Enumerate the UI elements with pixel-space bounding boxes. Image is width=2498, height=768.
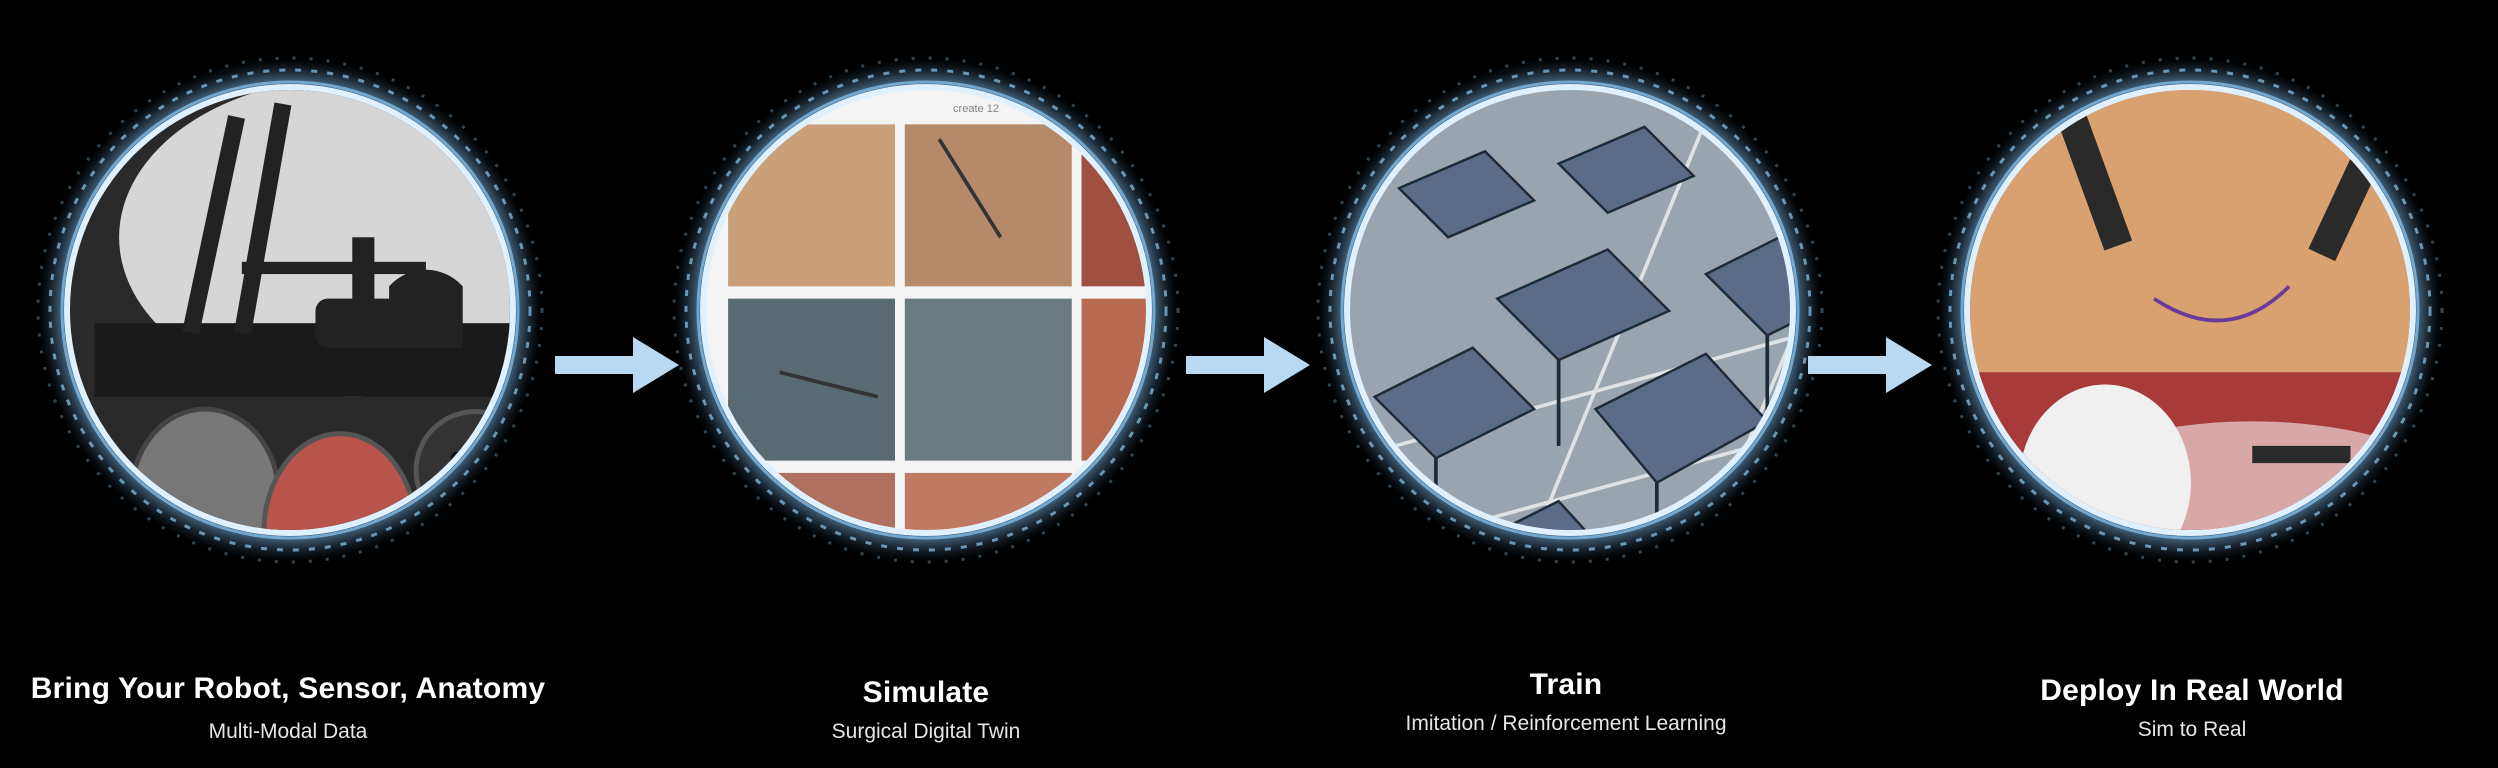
stage-subtitle: Sim to Real <box>2137 718 2247 741</box>
stage-subtitle: Multi-Modal Data <box>208 720 368 743</box>
stage-4-label: Deploy In Real World Sim to Real <box>1892 674 2492 742</box>
stage-1-image <box>70 90 510 530</box>
stage-title: Train <box>1529 668 1603 701</box>
stage-4-image <box>1970 90 2410 530</box>
stage-2-ring: create 12 <box>656 40 1196 580</box>
stage-1-ring <box>20 40 560 580</box>
arrow-right-icon <box>1186 337 1310 393</box>
surgical-sim-grid: create 12 <box>728 103 1146 530</box>
stage-title: Bring Your Robot, Sensor, Anatomy <box>30 672 546 705</box>
splash-ring-icon <box>1936 56 2444 564</box>
stage-3-image <box>1350 90 1790 530</box>
stage-2-image: create 12 <box>706 90 1146 530</box>
robot-arm-render <box>182 102 463 348</box>
stage-1-label: Bring Your Robot, Sensor, Anatomy Multi-… <box>0 672 588 744</box>
sim-tables-scene <box>1350 90 1790 530</box>
anatomy-render <box>261 431 419 530</box>
stage-2-label: Simulate Surgical Digital Twin <box>626 676 1226 744</box>
stage-title: Deploy In Real World <box>2040 674 2344 707</box>
stage-4-ring <box>1920 40 2460 580</box>
splash-ring-icon <box>672 56 1180 564</box>
arrow-right-icon <box>555 337 679 393</box>
ct-scan-image <box>128 406 282 530</box>
splash-ring-icon <box>1316 56 1824 564</box>
stage-subtitle: Surgical Digital Twin <box>831 720 1021 743</box>
stage-subtitle: Imitation / Reinforcement Learning <box>1405 712 1727 735</box>
stage-3-label: Train Imitation / Reinforcement Learning <box>1266 668 1866 736</box>
stage-title: Simulate <box>862 676 990 709</box>
splash-ring-icon <box>36 56 544 564</box>
stage-3-ring <box>1300 40 1840 580</box>
tiny-caption: create 12 <box>953 103 999 115</box>
real-surgical-robot-photo <box>1970 90 2410 530</box>
arrow-right-icon <box>1808 337 1932 393</box>
